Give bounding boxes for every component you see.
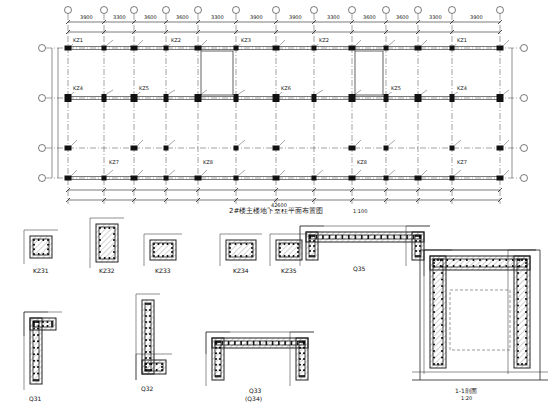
column-tag: KZ7 [108, 160, 120, 166]
dimension: 3600 [143, 15, 158, 21]
dimension: 42600 [270, 203, 288, 209]
column-plan [39, 7, 528, 205]
dimension: 3300 [326, 15, 341, 21]
section-label: KZ34 [232, 268, 250, 275]
dimension: 3600 [362, 15, 377, 21]
column-tag: KZ2 [170, 38, 182, 44]
section-label: Q35 [352, 266, 366, 273]
column-tag: KZ6 [280, 86, 292, 92]
column-tag: KZ4 [72, 86, 84, 92]
dimension: 3300 [210, 15, 225, 21]
dimension: 3900 [288, 15, 303, 21]
drawing-title: 2#楼主楼地下室柱平面布置图 [228, 208, 324, 216]
column-sections [24, 218, 548, 390]
column-tag: KZ3 [240, 38, 252, 44]
dimension: 3900 [79, 15, 94, 21]
section-label: Q33 [248, 388, 262, 395]
dimension: 3600 [175, 15, 190, 21]
section-label: Q31 [28, 396, 42, 403]
scale: 1:100 [352, 209, 368, 215]
dimension: 3900 [249, 15, 264, 21]
dimension: 3300 [112, 15, 127, 21]
section-label: 1-1剖面 [454, 388, 478, 395]
column-tag: KZ2 [318, 38, 330, 44]
section-label: KZ31 [32, 268, 50, 275]
dimension: 3600 [395, 15, 410, 21]
dimension: 3900 [469, 15, 484, 21]
section-label: KZ33 [154, 268, 172, 275]
column-tag: KZ7 [456, 160, 468, 166]
scale: 1:20 [460, 396, 473, 402]
column-tag: KZ8 [356, 160, 368, 166]
column-tag: KZ5 [390, 86, 402, 92]
column-tag: KZ1 [456, 38, 468, 44]
column-tag: KZ8 [202, 160, 214, 166]
column-tag: KZ5 [138, 86, 150, 92]
section-label: (Q34) [244, 396, 263, 403]
section-label: KZ35 [280, 268, 298, 275]
column-tag: KZ1 [72, 38, 84, 44]
column-tag: KZ4 [456, 86, 468, 92]
section-label: Q32 [140, 386, 154, 393]
section-label: KZ32 [98, 268, 116, 275]
dimension: 3300 [428, 15, 443, 21]
